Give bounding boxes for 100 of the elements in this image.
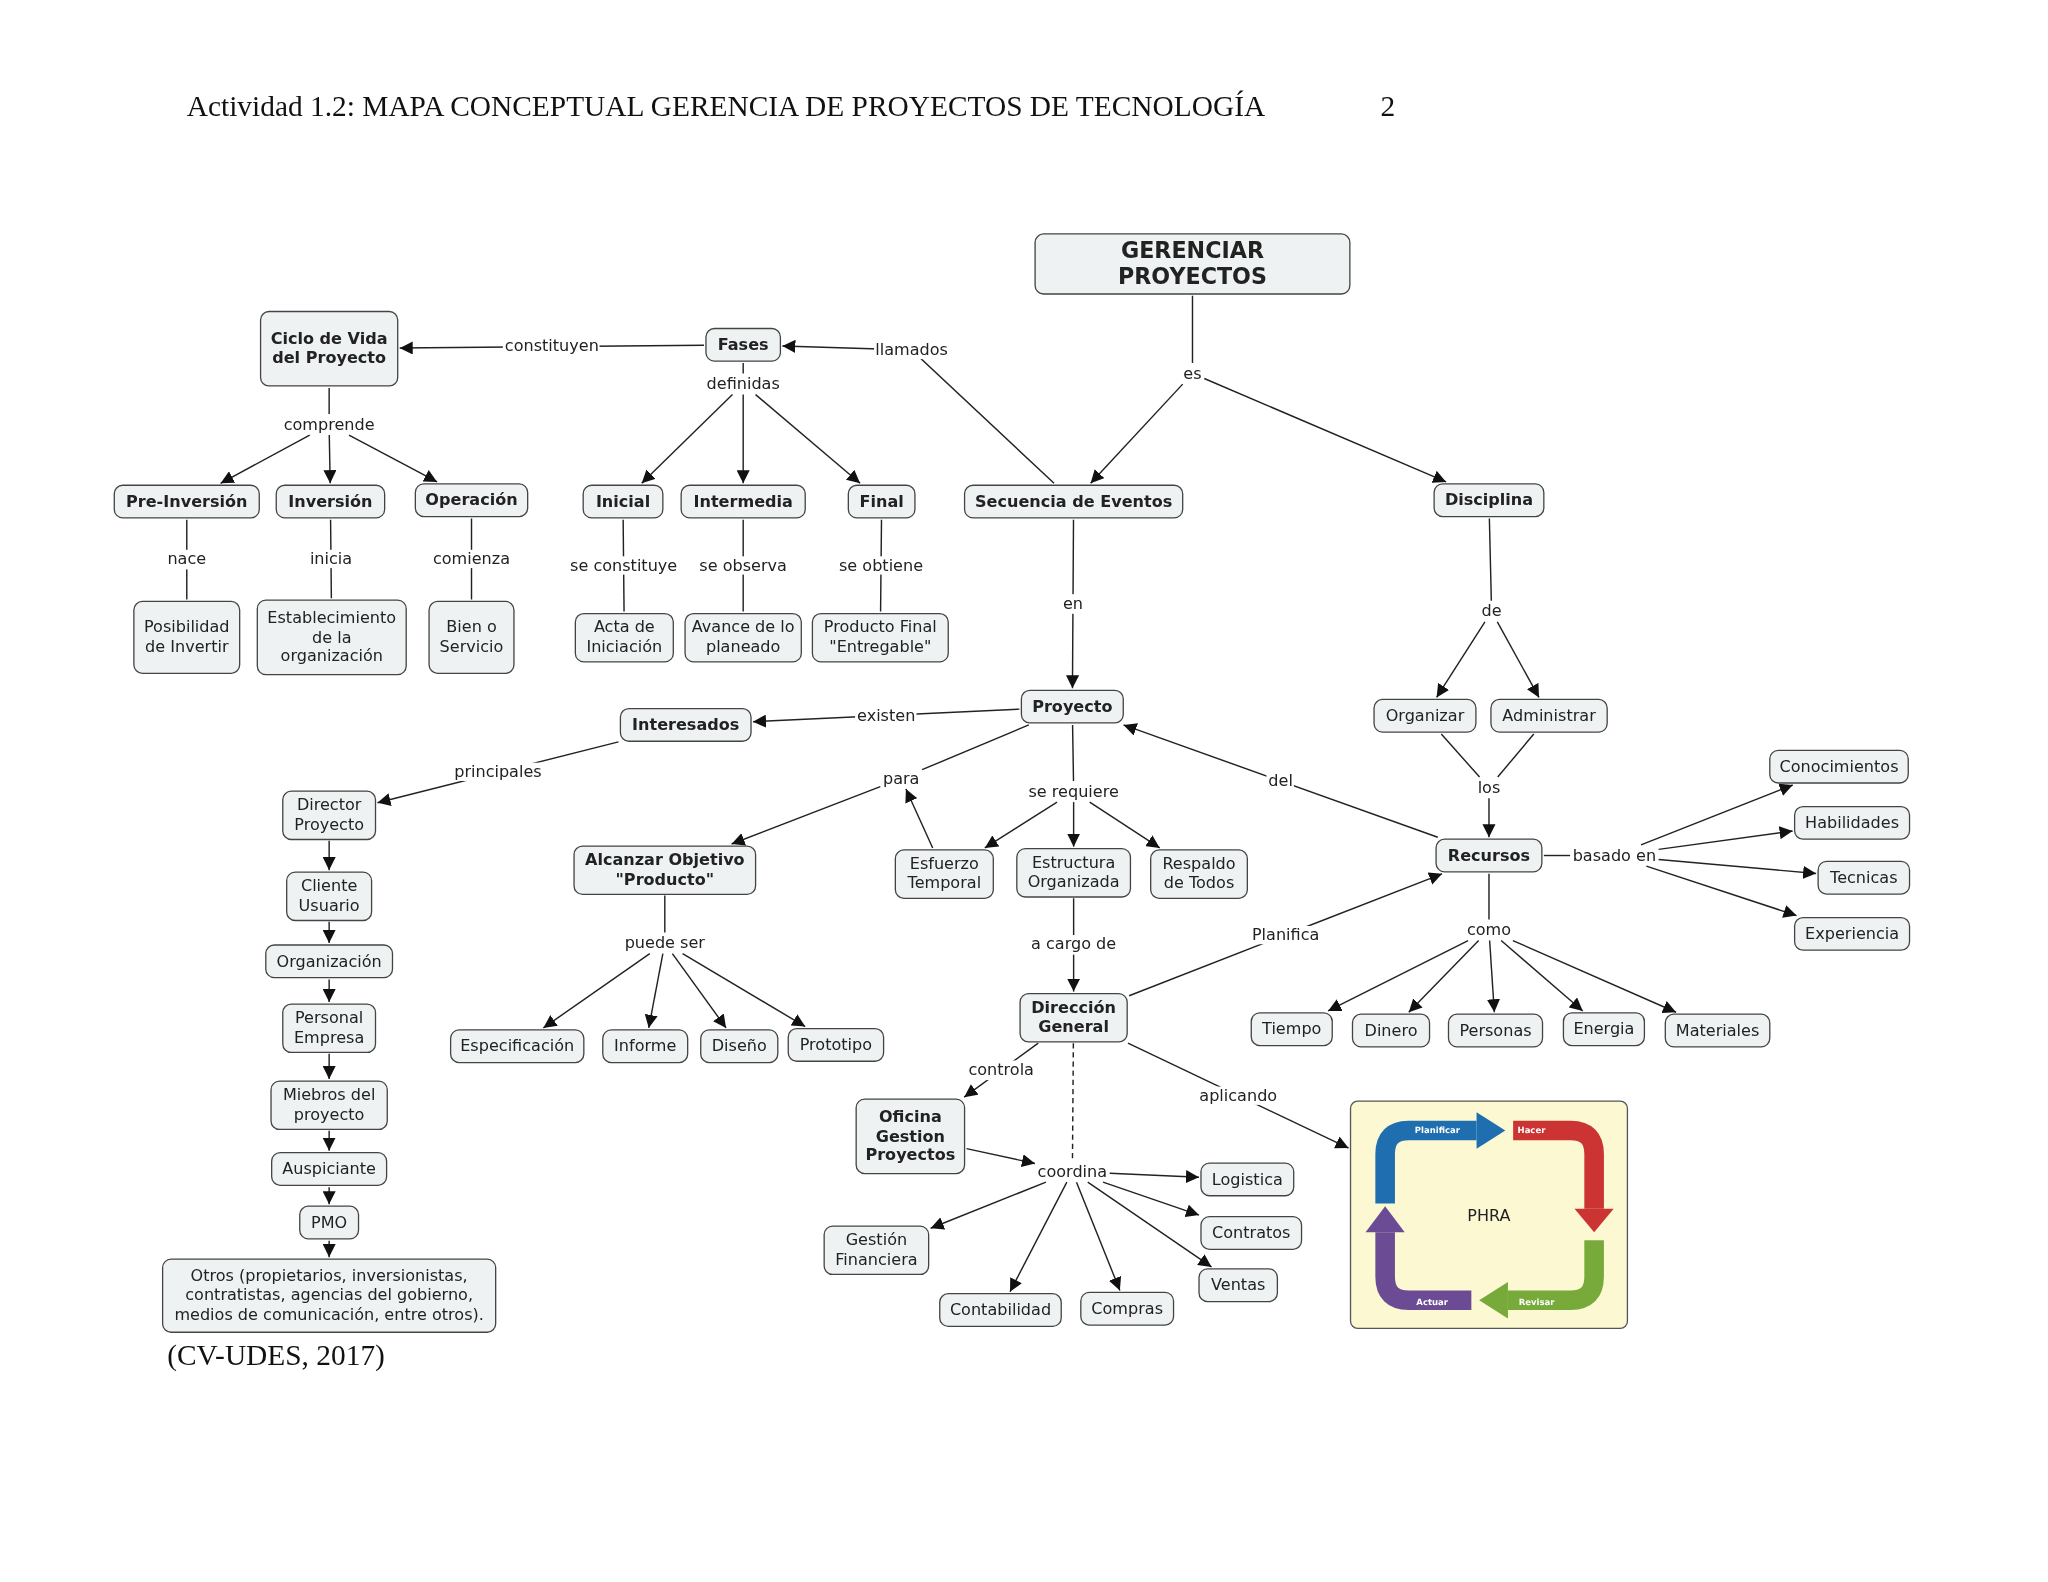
arrow: [322, 1052, 336, 1080]
concept-box: [602, 1029, 689, 1064]
concept-box: [787, 1027, 885, 1062]
concept-box: [680, 484, 806, 519]
arrow: [1102, 1181, 1200, 1218]
cycle-step-label: Hacer: [1517, 1125, 1546, 1136]
concept-label: Proyecto: [1031, 697, 1114, 717]
concept-label: Respaldo de Todos: [1161, 854, 1237, 894]
linking-phrase: comprende: [282, 415, 376, 434]
arrow: [322, 1240, 336, 1258]
concept-box: [963, 484, 1184, 519]
concept-label: Establecimiento de la organización: [266, 608, 398, 667]
concept-label: Director Proyecto: [293, 795, 366, 835]
connector-line: [921, 724, 1030, 771]
arrow: [1657, 858, 1817, 879]
arrow: [730, 785, 882, 846]
concept-box: [449, 1029, 585, 1064]
concept-label: Intermedia: [692, 491, 794, 512]
concept-label: Bien o Servicio: [438, 618, 505, 657]
concept-label: Recursos: [1446, 845, 1532, 866]
concept-label: Disciplina: [1443, 490, 1535, 510]
concept-box: [270, 1080, 388, 1130]
concept-label: Esfuerzo Temporal: [906, 854, 983, 894]
arrow: [1496, 621, 1540, 699]
edge-label: Planifica: [1250, 925, 1321, 945]
arrow: [1087, 1181, 1213, 1268]
cycle-step-label: Revisar: [1518, 1297, 1555, 1309]
page-number: 2: [1380, 90, 1396, 125]
connector-line: [1440, 733, 1481, 778]
concept-label: Auspiciante: [281, 1159, 377, 1179]
source-citation: (CV-UDES, 2017): [167, 1338, 385, 1373]
concept-label: Organización: [275, 951, 383, 971]
concept-box: [133, 600, 241, 674]
arrow: [1435, 621, 1486, 699]
connector-line: [1497, 733, 1535, 778]
arrow: [929, 1181, 1047, 1230]
concept-box: [1200, 1216, 1303, 1250]
concept-label: Personas: [1458, 1020, 1533, 1041]
concept-box: [1373, 698, 1477, 733]
concept-box: [894, 849, 994, 899]
arrow: [348, 434, 438, 483]
concept-box: [573, 845, 757, 895]
concept-label: Informe: [613, 1036, 678, 1056]
concept-box: [574, 612, 674, 662]
concept-box: [684, 612, 802, 662]
concept-box: [939, 1293, 1062, 1327]
arrow: [965, 1147, 1036, 1168]
concept-box: [256, 599, 407, 676]
arrow: [1108, 1170, 1200, 1184]
concept-label: Materiales: [1674, 1020, 1761, 1041]
edge-label: llamados: [874, 340, 950, 360]
concept-box: [847, 484, 916, 519]
arrow: [754, 393, 861, 484]
arrow: [681, 952, 806, 1028]
edge-label: se obtiene: [837, 556, 925, 575]
arrow: [1482, 797, 1496, 838]
linking-phrase: se requiere: [1027, 782, 1121, 801]
arrow: [1486, 939, 1500, 1013]
arrow: [1327, 939, 1469, 1012]
concept-box: [1034, 233, 1351, 295]
concept-box: [1447, 1013, 1544, 1048]
concept-box: [1435, 838, 1543, 873]
concept-box: [282, 1003, 377, 1053]
concept-label: Ciclo de Vida del Proyecto: [269, 329, 389, 368]
concept-label: Especificación: [459, 1036, 576, 1056]
concept-label: Prototipo: [798, 1035, 874, 1055]
arrow: [1657, 826, 1794, 851]
concept-box: [1433, 483, 1545, 518]
concept-label: Producto Final "Entregable": [822, 618, 938, 657]
arrow: [671, 952, 727, 1029]
edge-label: a cargo de: [1029, 935, 1118, 955]
concept-label: Experiencia: [1804, 924, 1901, 944]
arrow: [905, 788, 934, 849]
connector-line: [1543, 854, 1571, 857]
cycle-step-label: Planificar: [1414, 1125, 1460, 1136]
concept-box: [286, 871, 373, 921]
concept-box: [1562, 1012, 1646, 1047]
arrow: [1122, 723, 1439, 838]
picture: [1349, 1100, 1629, 1329]
cycle-title: PHRA: [1467, 1205, 1511, 1224]
arrow: [736, 393, 750, 484]
concept-label: Posibilidad de Invertir: [143, 618, 231, 657]
concept-box: [855, 1098, 966, 1175]
concept-box: [1019, 993, 1128, 1042]
concept-box: [1793, 805, 1911, 840]
concept-box: [1150, 849, 1248, 899]
concept-box: [265, 944, 394, 979]
concept-label: Compras: [1090, 1299, 1165, 1319]
concept-box: [113, 484, 260, 519]
arrow: [219, 434, 311, 484]
concept-label: Tiempo: [1261, 1019, 1323, 1039]
connector-line: [1071, 724, 1075, 782]
concept-box: [700, 1029, 779, 1064]
concept-label: GERENCIAR PROYECTOS: [1117, 237, 1268, 291]
arrow: [1408, 939, 1480, 1013]
arrow: [322, 921, 336, 944]
concept-box: [1793, 916, 1911, 951]
concept-box: [414, 483, 529, 518]
connector-line: [328, 387, 330, 415]
concept-label: Tecnicas: [1829, 868, 1899, 888]
